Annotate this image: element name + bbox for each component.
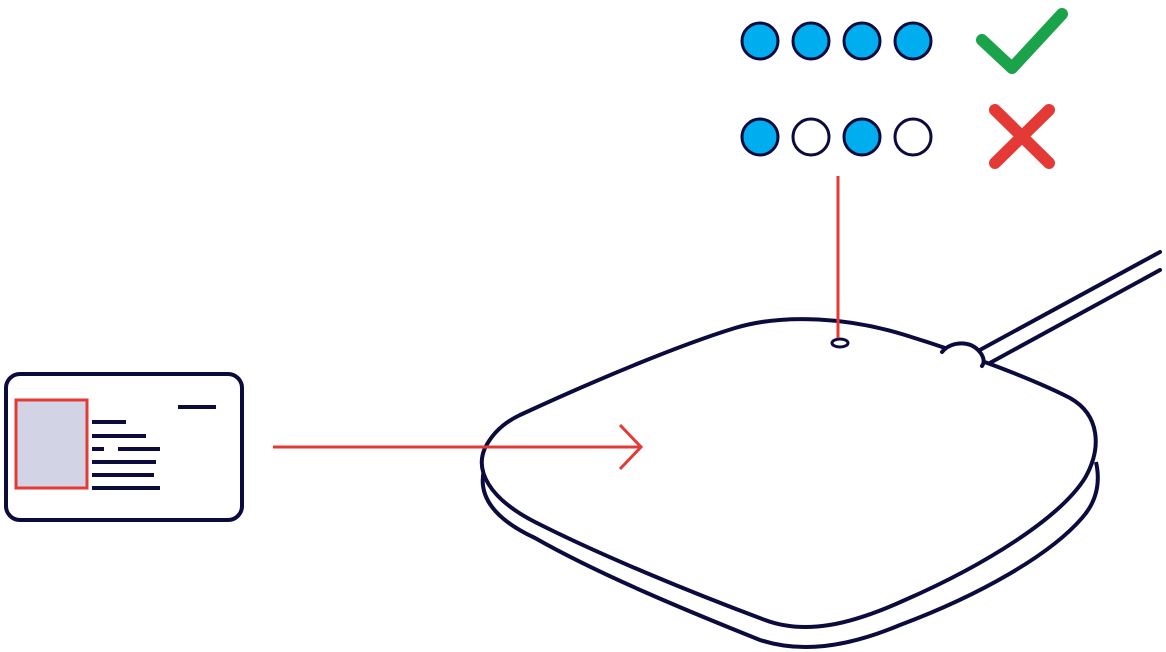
failure-led-3-on [842,117,882,157]
failure-indicator-row [740,117,933,157]
success-led-3-on [842,21,882,61]
success-led-4-on [893,21,933,61]
success-led-2-on [791,21,831,61]
tap-arrow [273,423,644,471]
success-led-1-on [740,21,780,61]
id-card-icon [4,372,244,522]
cross-icon [989,104,1055,169]
id-card-text-lines [92,405,216,490]
failure-led-4-off [893,117,933,157]
card-reader-pad [479,317,1100,650]
status-led [830,337,850,349]
reader-pad-top [479,317,1098,630]
failure-led-2-off [791,117,831,157]
cable-connector [940,341,986,368]
check-icon [976,8,1068,74]
success-indicator-row [740,21,933,61]
reader-cable [976,250,1162,366]
failure-led-1-on [740,117,780,157]
id-card-photo [14,398,89,490]
